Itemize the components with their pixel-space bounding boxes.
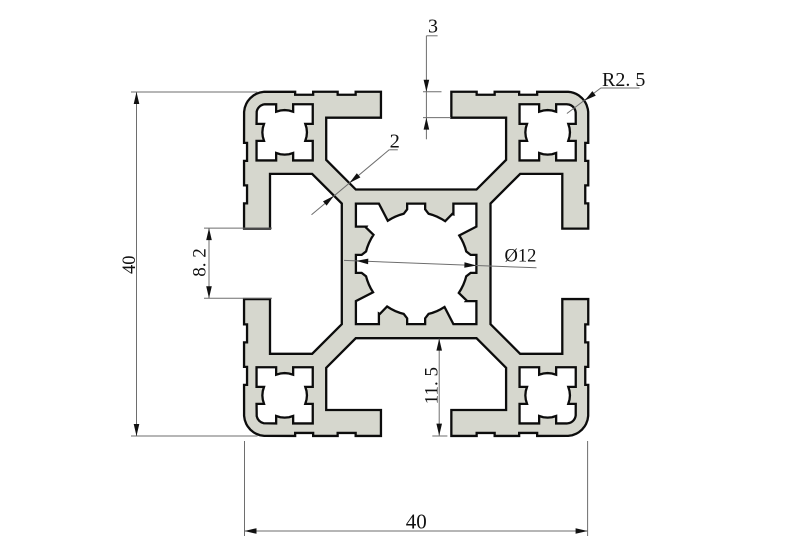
svg-text:2: 2 (390, 130, 400, 152)
svg-text:3: 3 (428, 15, 438, 37)
svg-text:40: 40 (406, 510, 427, 534)
svg-text:R2. 5: R2. 5 (602, 69, 645, 91)
svg-text:Ø12: Ø12 (504, 246, 536, 266)
svg-text:11. 5: 11. 5 (422, 367, 443, 404)
svg-text:8. 2: 8. 2 (190, 248, 211, 277)
svg-text:40: 40 (120, 255, 140, 274)
